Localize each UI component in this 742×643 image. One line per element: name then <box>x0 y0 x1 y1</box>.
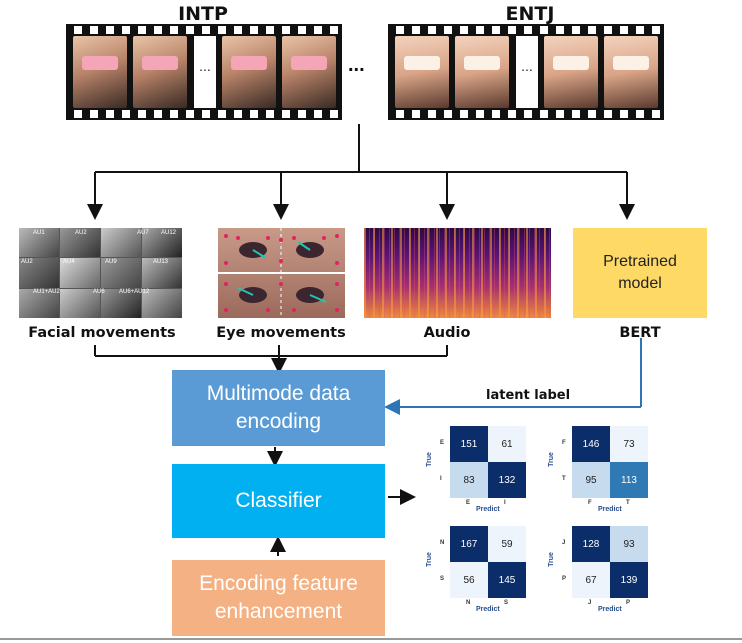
col-tick-label: S <box>504 600 509 606</box>
au-label: AU1+AU2 <box>33 289 60 295</box>
video-frame <box>222 36 276 108</box>
face-grid-image: AU1 AU2 AU7 AU12 AU2 AU4 AU9 AU13 AU1+AU… <box>19 228 182 318</box>
video-frame <box>133 36 187 108</box>
confusion-matrix-cell: 128 <box>572 526 610 562</box>
audio-caption: Audio <box>423 325 471 341</box>
col-tick-label: P <box>626 600 631 606</box>
bert-caption: BERT <box>619 325 661 341</box>
confusion-matrix-cell: 145 <box>488 562 526 598</box>
confusion-matrix-cell: 113 <box>610 462 648 498</box>
y-axis-title: True <box>425 452 433 467</box>
eye-landmarks-image <box>218 228 345 318</box>
confusion-matrix-cell: 139 <box>610 562 648 598</box>
au-label: AU6 <box>93 289 105 295</box>
video-frame <box>282 36 336 108</box>
au-label: AU12 <box>161 230 177 236</box>
eye-movements-caption: Eye movements <box>216 325 346 341</box>
au-label: AU4 <box>63 259 75 265</box>
entj-label: ENTJ <box>505 3 555 25</box>
intp-label: INTP <box>178 3 228 25</box>
spectrogram-image <box>364 228 551 318</box>
bottom-rule <box>0 638 742 640</box>
between-ellipsis: ... <box>348 54 365 76</box>
col-tick-label: J <box>588 600 592 606</box>
au-label: AU13 <box>153 259 169 265</box>
confusion-matrix-cell: 93 <box>610 526 648 562</box>
frame-ellipsis: ... <box>194 36 216 108</box>
au-label: AU2 <box>75 230 87 236</box>
confusion-matrix-cell: 167 <box>450 526 488 562</box>
x-axis-title: Predict <box>476 606 500 613</box>
multimode-data-encoding-block: Multimode data encoding <box>172 370 385 446</box>
latent-label: latent label <box>486 388 571 403</box>
confusion-matrix-cell: 132 <box>488 462 526 498</box>
x-axis-title: Predict <box>598 606 622 613</box>
confusion-matrix-cell: 146 <box>572 426 610 462</box>
au-label: AU2 <box>21 259 33 265</box>
confusion-matrix-cell: 61 <box>488 426 526 462</box>
x-axis-title: Predict <box>598 506 622 513</box>
facial-movements-caption: Facial movements <box>28 325 176 341</box>
y-axis-title: True <box>547 452 555 467</box>
confusion-matrix-cell: 56 <box>450 562 488 598</box>
video-frame <box>73 36 127 108</box>
row-tick-label: N <box>440 540 445 546</box>
row-tick-label: S <box>440 576 445 582</box>
frame-ellipsis: ... <box>516 36 538 108</box>
confusion-matrix-cell: 95 <box>572 462 610 498</box>
col-tick-label: F <box>588 500 592 506</box>
encoding-feature-enhancement-block: Encoding feature enhancement <box>172 560 385 636</box>
intp-film-strip: ... <box>66 24 342 120</box>
col-tick-label: I <box>504 500 506 506</box>
confusion-matrix-cell: 73 <box>610 426 648 462</box>
classifier-block: Classifier <box>172 464 385 538</box>
col-tick-label: T <box>626 500 630 506</box>
row-tick-label: J <box>562 540 566 546</box>
col-tick-label: N <box>466 600 471 606</box>
col-tick-label: E <box>466 500 471 506</box>
entj-film-strip: ... <box>388 24 664 120</box>
au-label: AU1 <box>33 230 45 236</box>
row-tick-label: F <box>562 440 566 446</box>
video-frame <box>544 36 598 108</box>
x-axis-title: Predict <box>476 506 500 513</box>
confusion-matrix-cell: 67 <box>572 562 610 598</box>
encoding-label: Multimode data encoding <box>206 381 351 433</box>
enhancement-label: Encoding feature enhancement <box>199 571 358 623</box>
au-label: AU9 <box>105 259 117 265</box>
pretrained-model-box: Pretrained model <box>573 228 707 318</box>
video-frame <box>455 36 509 108</box>
video-frame <box>395 36 449 108</box>
confusion-matrix-cell: 151 <box>450 426 488 462</box>
confusion-matrix-cell: 59 <box>488 526 526 562</box>
row-tick-label: P <box>562 576 567 582</box>
classifier-label: Classifier <box>235 488 322 512</box>
row-tick-label: I <box>440 476 442 482</box>
row-tick-label: E <box>440 440 445 446</box>
video-frame <box>604 36 658 108</box>
au-label: AU7 <box>137 230 149 236</box>
row-tick-label: T <box>562 476 566 482</box>
confusion-matrix-cell: 83 <box>450 462 488 498</box>
pretrained-model-label: Pretrained model <box>603 252 677 292</box>
y-axis-title: True <box>425 552 433 567</box>
au-label: AU6+AU12 <box>119 289 150 295</box>
y-axis-title: True <box>547 552 555 567</box>
